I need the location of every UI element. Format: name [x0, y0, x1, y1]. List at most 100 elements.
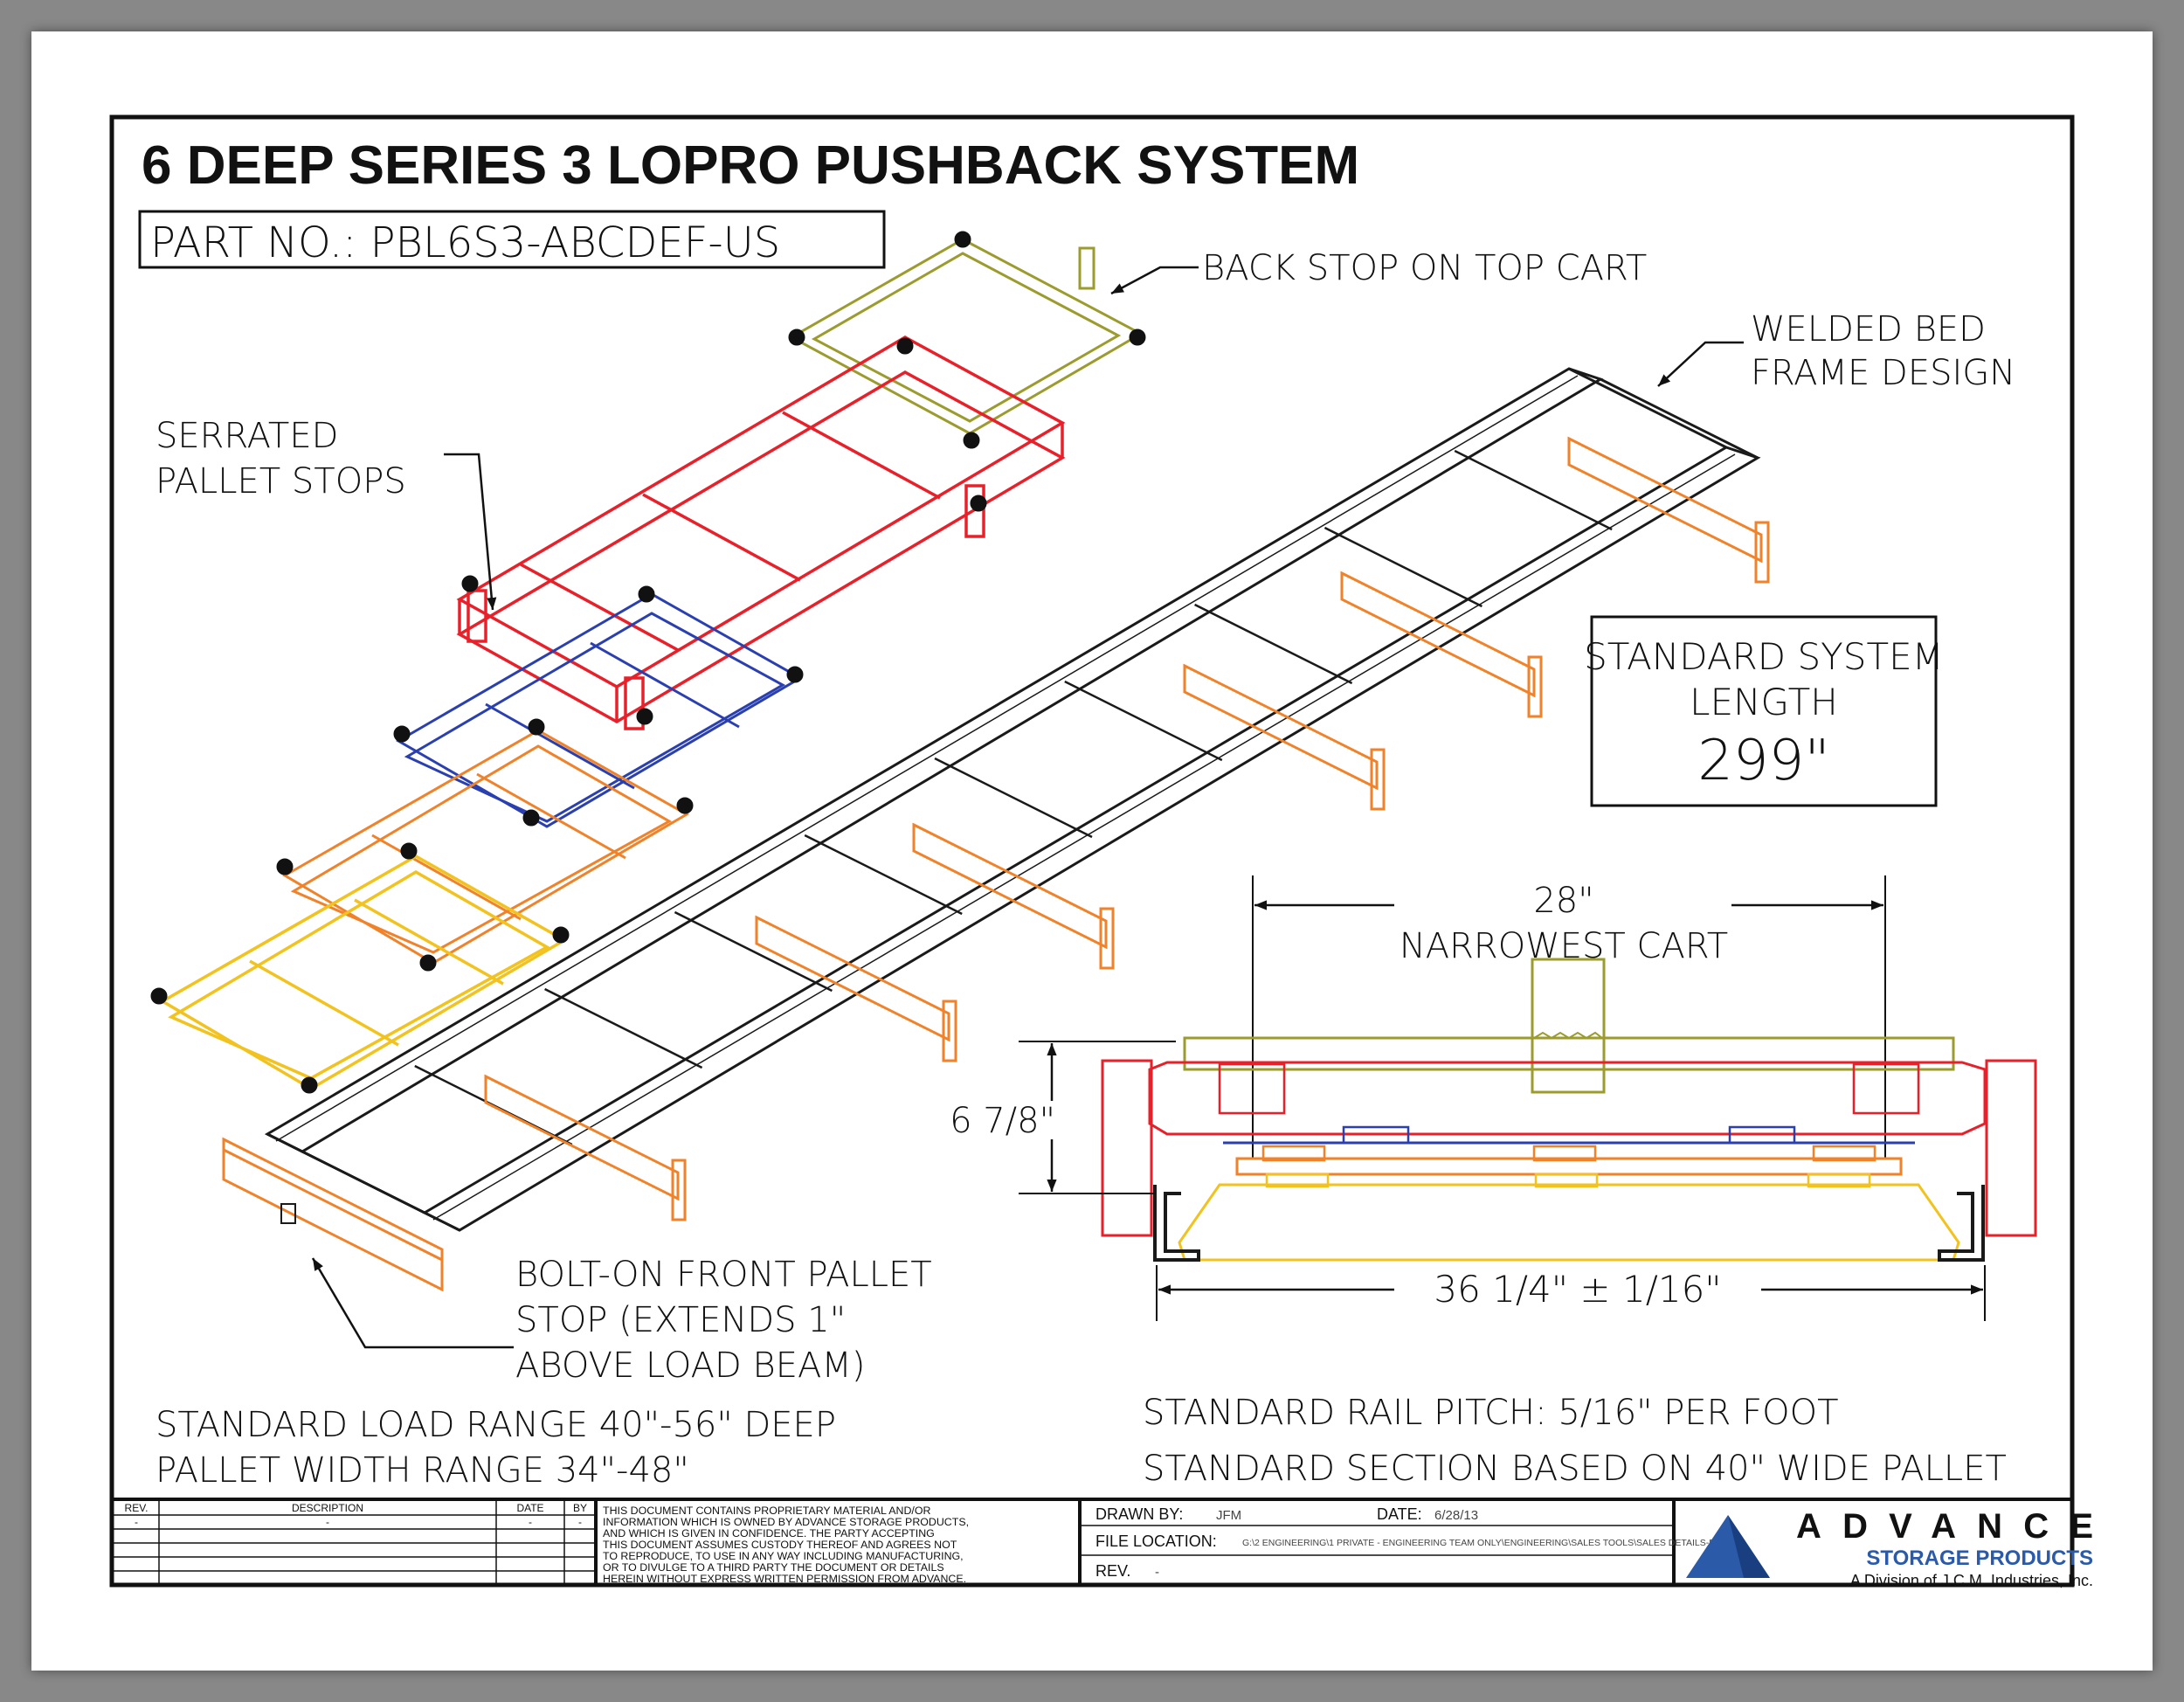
frame-crossbar [1194, 603, 1353, 685]
cart-width-dimension: 28" [1533, 881, 1593, 921]
disclaimer-line5: TO REPRODUCE, TO USE IN ANY WAY INCLUDIN… [603, 1550, 964, 1562]
drawn-by-value: JFM [1216, 1508, 1241, 1523]
rev-label: REV. [1095, 1562, 1130, 1580]
bolt-on-callout-line2: STOP (EXTENDS 1" [515, 1300, 846, 1340]
wheel [393, 725, 411, 743]
wheel [638, 585, 655, 603]
disclaimer-line4: THIS DOCUMENT ASSUMES CUSTODY THEREOF AN… [603, 1539, 957, 1551]
red-cart [456, 335, 1066, 730]
by-value: - [578, 1516, 582, 1528]
frame-crossbar [1454, 449, 1613, 531]
frame-crossbar [804, 834, 963, 916]
frame-crossbar [1064, 680, 1223, 762]
date-column-header: DATE [516, 1502, 543, 1514]
cross-section: 28" NARROWEST CART [950, 875, 2037, 1321]
outer-border [109, 114, 2075, 1588]
wheel [1129, 329, 1146, 346]
drawing-sheet: 6 DEEP SERIES 3 LOPRO PUSHBACK SYSTEM PA… [31, 31, 2153, 1671]
rail-frame [264, 367, 1761, 1232]
logo-subtitle: STORAGE PRODUCTS [1866, 1546, 2093, 1570]
serrated-callout-line2: PALLET STOPS [156, 461, 406, 502]
system-length-line2: LENGTH [1690, 681, 1838, 723]
frame-crossbar [674, 910, 833, 993]
wheel [150, 987, 168, 1005]
load-beam [484, 1074, 680, 1201]
welded-bed-callout-line2: FRAME DESIGN [1751, 353, 2015, 393]
disclaimer-line7: HEREIN WITHOUT EXPRESS WRITTEN PERMISSIO… [603, 1573, 966, 1585]
wheel [896, 337, 914, 355]
file-location-value: G:\2 ENGINEERING\1 PRIVATE - ENGINEERING… [1242, 1538, 1740, 1548]
wheel [419, 954, 437, 972]
beam-bracket [1099, 907, 1115, 970]
orange-cart [282, 729, 690, 965]
beam-bracket [1370, 748, 1386, 811]
advance-logo-shade [1728, 1515, 1770, 1578]
description-column-header: DESCRIPTION [292, 1502, 363, 1514]
frame-crossbar [1324, 526, 1482, 608]
wheel [461, 575, 479, 592]
system-length-line1: STANDARD SYSTEM [1584, 635, 1944, 678]
beam-bracket [671, 1159, 687, 1221]
by-column-header: BY [573, 1502, 587, 1514]
welded-bed-callout-line1: WELDED BED [1751, 309, 1986, 349]
date-value: - [529, 1516, 532, 1528]
rev-column-header: REV. [125, 1502, 149, 1514]
pallet-width-note: PALLET WIDTH RANGE 34"-48" [156, 1450, 689, 1491]
beam-bracket [1754, 521, 1770, 584]
drawing-title: 6 DEEP SERIES 3 LOPRO PUSHBACK SYSTEM [142, 135, 1359, 196]
logo-name: ADVANCE [1796, 1507, 2093, 1546]
pushback-drawing: 6 DEEP SERIES 3 LOPRO PUSHBACK SYSTEM PA… [109, 114, 2093, 1589]
file-location-label: FILE LOCATION: [1095, 1532, 1217, 1550]
blue-cart [396, 592, 804, 828]
wheel [301, 1076, 318, 1094]
load-beams [484, 436, 1770, 1221]
logo-division: A Division of J.C.M. Industries, Inc. [1850, 1572, 2093, 1589]
load-beam [1183, 663, 1379, 791]
cart-wheels [150, 231, 1146, 1094]
front-pallet-stop [222, 1137, 444, 1292]
drawn-by-label: DRAWN BY: [1095, 1505, 1183, 1523]
wheel [636, 708, 653, 725]
rev-value: - [135, 1516, 138, 1528]
wheel [954, 231, 971, 248]
load-beam [1567, 436, 1763, 564]
part-number: PART NO.: PBL6S3-ABCDEF-US [150, 218, 780, 267]
load-beam [912, 822, 1108, 950]
rev-value-block: - [1155, 1565, 1159, 1580]
system-length-box [1590, 615, 1938, 807]
back-stop-callout: BACK STOP ON TOP CART [1202, 248, 1647, 288]
height-dimension: 6 7/8" [950, 1101, 1055, 1141]
disclaimer-line6: OR TO DIVULGE TO A THIRD PARTY THE DOCUM… [603, 1561, 944, 1574]
system-length-value: 299" [1697, 729, 1830, 793]
wheel [400, 842, 418, 860]
bolt-on-callout-line3: ABOVE LOAD BEAM) [515, 1346, 865, 1386]
disclaimer-line2: INFORMATION WHICH IS OWNED BY ADVANCE ST… [603, 1516, 969, 1528]
title-block: REV. DESCRIPTION DATE BY - - - - THIS DO… [112, 1498, 2093, 1589]
beam-bracket [1527, 655, 1543, 718]
frame-crossbar [544, 987, 703, 1069]
load-range-note: STANDARD LOAD RANGE 40"-56" DEEP [156, 1405, 836, 1445]
callout-leaders [311, 266, 1744, 1349]
load-beam [755, 915, 950, 1042]
section-note: STANDARD SECTION BASED ON 40" WIDE PALLE… [1143, 1449, 2007, 1489]
rail-width-dimension: 36 1/4" ± 1/16" [1434, 1268, 1721, 1311]
yellow-cart [159, 854, 568, 1091]
date-value: 6/28/13 [1434, 1508, 1478, 1523]
wheel [970, 495, 987, 512]
wheel [522, 809, 540, 827]
beam-bracket [942, 1000, 957, 1062]
load-beam [1340, 571, 1536, 698]
disclaimer-line1: THIS DOCUMENT CONTAINS PROPRIETARY MATER… [603, 1505, 930, 1517]
part-number-box [138, 210, 886, 269]
disclaimer-line3: AND WHICH IS GIVEN IN CONFIDENCE. THE PA… [603, 1527, 935, 1539]
date-label: DATE: [1377, 1505, 1422, 1523]
bolt-on-callout-line1: BOLT-ON FRONT PALLET [515, 1255, 932, 1295]
wheel [676, 797, 694, 814]
description-value: - [326, 1516, 329, 1528]
wheel [788, 329, 805, 346]
rail-pitch-note: STANDARD RAIL PITCH: 5/16" PER FOOT [1143, 1393, 1839, 1433]
frame-crossbar [934, 757, 1093, 839]
serrated-callout-line1: SERRATED [156, 416, 338, 456]
wheel [276, 858, 294, 875]
wheel [552, 926, 570, 944]
